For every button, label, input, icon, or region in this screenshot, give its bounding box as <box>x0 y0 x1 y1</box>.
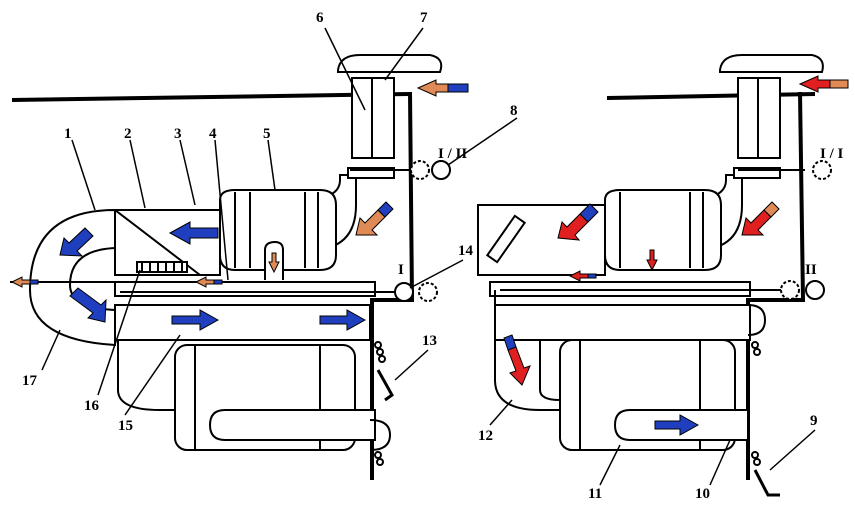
damper-right <box>485 214 527 264</box>
knob-8-alt <box>410 160 430 180</box>
arrow-icon <box>646 249 658 272</box>
duct-lower-elbow-left <box>117 340 175 411</box>
callout-12: 12 <box>478 428 493 444</box>
callout-4: 4 <box>209 126 217 142</box>
arrow-icon <box>171 309 220 331</box>
callout-16: 16 <box>84 398 100 414</box>
arrow-icon <box>798 75 833 93</box>
leader-lines <box>41 27 816 486</box>
snorkel-cap-right <box>719 54 824 73</box>
hood-line-right <box>606 92 816 100</box>
callout-17: 17 <box>22 373 38 389</box>
damper-16 <box>136 261 188 273</box>
bulkhead-right <box>746 91 806 480</box>
arrow-icon <box>355 209 386 236</box>
knob-right-top <box>812 160 832 180</box>
position-labels: I / II I I / I II <box>398 146 844 278</box>
housing-3 <box>114 209 221 276</box>
duct-4 <box>114 281 376 297</box>
duct-lower-right <box>494 304 751 341</box>
callout-labels: 1 2 3 4 5 6 7 8 9 10 11 12 13 14 15 16 1… <box>22 10 818 502</box>
knob-right-lower-alt <box>780 280 800 300</box>
arrow-icon <box>741 209 772 236</box>
knob-right-lower <box>805 280 825 300</box>
arrow-icon <box>168 221 219 245</box>
lower-outlet-left <box>208 409 376 441</box>
callout-11: 11 <box>588 486 602 502</box>
callout-8: 8 <box>510 103 518 119</box>
position-right-top: I / I <box>820 146 844 162</box>
arrow-icon <box>654 414 700 436</box>
knob-14 <box>394 282 414 302</box>
elbow-12 <box>494 290 560 411</box>
arrow-icon <box>10 276 31 288</box>
callout-2: 2 <box>124 126 132 142</box>
position-right-lower: II <box>805 262 817 278</box>
flow-arrows <box>10 75 849 436</box>
left-view <box>10 54 451 480</box>
bulkhead-left <box>370 91 415 480</box>
callout-13: 13 <box>422 333 437 349</box>
knob-8 <box>431 160 451 180</box>
callout-10: 10 <box>695 486 710 502</box>
callout-7: 7 <box>420 10 428 26</box>
callout-3: 3 <box>174 126 182 142</box>
knob-14-alt <box>418 282 438 302</box>
handle-9 <box>753 469 780 497</box>
arrow-icon <box>69 287 107 323</box>
callout-1: 1 <box>64 126 72 142</box>
arrow-icon <box>507 346 531 386</box>
arrow-icon <box>447 83 469 93</box>
elbow-1 <box>28 208 116 347</box>
arrow-icon <box>268 252 280 274</box>
arrow-icon <box>59 227 94 257</box>
position-left-lower: I <box>398 262 404 278</box>
arrow-icon <box>377 201 394 218</box>
hood-line-left <box>11 92 411 102</box>
snorkel-cap-left <box>337 54 443 73</box>
callout-6: 6 <box>316 10 324 26</box>
position-left-top: I / II <box>438 146 467 162</box>
callout-14: 14 <box>458 243 474 259</box>
callout-9: 9 <box>810 413 818 429</box>
air-cleaner-right <box>604 189 722 271</box>
handle-13 <box>376 369 394 402</box>
arrow-icon <box>319 309 367 331</box>
callout-5: 5 <box>263 126 271 142</box>
arrow-icon <box>416 79 451 97</box>
callout-15: 15 <box>118 418 133 434</box>
